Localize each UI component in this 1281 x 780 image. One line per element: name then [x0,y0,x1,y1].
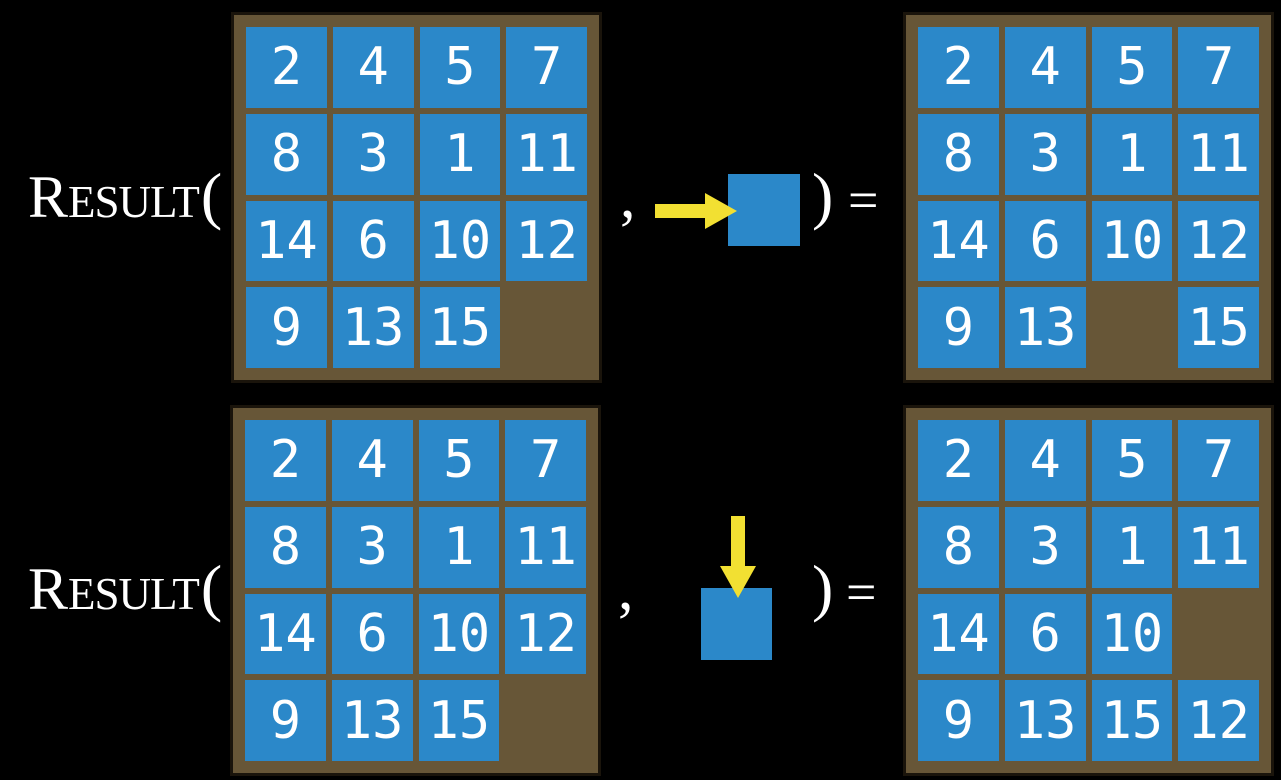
tile-3: 3 [1004,506,1086,588]
blank-cell [505,680,586,761]
tile-15: 15 [419,287,501,368]
tile-13: 13 [332,287,414,368]
close-paren: ) [812,552,834,623]
result-function-label: RESULT( [28,164,222,228]
tile-12: 12 [1178,200,1259,282]
tile-8: 8 [918,506,999,588]
result-label-initial: R [28,556,69,622]
equals-sign: = [848,170,879,230]
tile-15: 15 [1091,680,1173,761]
tile-10: 10 [1091,593,1173,675]
tile-11: 11 [506,113,587,195]
comma-separator: , [620,163,636,231]
tile-5: 5 [1091,420,1173,501]
result-function-label: RESULT( [28,556,222,620]
open-paren: ( [200,160,223,231]
tile-13: 13 [1004,680,1086,761]
tile-4: 4 [1004,27,1086,108]
tile-2: 2 [245,420,326,501]
tile-6: 6 [331,593,413,675]
tile-4: 4 [1004,420,1086,501]
tile-2: 2 [918,420,999,501]
tile-11: 11 [1178,506,1259,588]
tile-12: 12 [1178,680,1259,761]
result-label-smallcaps: ESULT [68,177,200,227]
tile-14: 14 [918,593,999,675]
tile-1: 1 [1091,113,1173,195]
tile-7: 7 [506,27,587,108]
tile-14: 14 [245,593,326,675]
tile-2: 2 [918,27,999,108]
result-label-initial: R [28,164,69,230]
tile-11: 11 [505,506,586,588]
tile-9: 9 [245,680,326,761]
tile-6: 6 [332,200,414,282]
tile-8: 8 [245,506,326,588]
tile-3: 3 [1004,113,1086,195]
moving-tile-square [701,588,772,660]
equals-sign: = [846,562,877,622]
tile-14: 14 [918,200,999,282]
down-arrow-glyph [720,516,756,598]
tile-3: 3 [331,506,413,588]
tile-10: 10 [1091,200,1173,282]
blank-cell [1092,287,1173,368]
tile-1: 1 [419,113,501,195]
comma-separator: , [618,555,634,623]
tile-9: 9 [918,680,999,761]
result-label-smallcaps: ESULT [68,569,200,619]
tile-11: 11 [1178,113,1259,195]
right-arrow-icon [655,192,737,230]
tile-9: 9 [918,287,999,368]
right-arrow-glyph [655,193,737,229]
tile-9: 9 [246,287,327,368]
tile-5: 5 [418,420,500,501]
blank-cell [506,287,587,368]
tile-4: 4 [332,27,414,108]
moving-tile-square [728,174,800,246]
tile-7: 7 [505,420,586,501]
down-arrow-icon [719,516,757,598]
tile-15: 15 [1178,287,1259,368]
tile-10: 10 [418,593,500,675]
tile-7: 7 [1178,27,1259,108]
tile-12: 12 [506,200,587,282]
tile-14: 14 [246,200,327,282]
tile-2: 2 [246,27,327,108]
tile-13: 13 [331,680,413,761]
tile-15: 15 [418,680,500,761]
blank-cell [1178,594,1259,675]
close-paren: ) [812,160,834,231]
tile-3: 3 [332,113,414,195]
tile-4: 4 [331,420,413,501]
tile-5: 5 [1091,27,1173,108]
tile-6: 6 [1004,200,1086,282]
tile-6: 6 [1004,593,1086,675]
tile-5: 5 [419,27,501,108]
tile-13: 13 [1004,287,1086,368]
tile-12: 12 [505,593,586,675]
tile-1: 1 [1091,506,1173,588]
tile-8: 8 [918,113,999,195]
tile-1: 1 [418,506,500,588]
open-paren: ( [200,552,223,623]
tile-8: 8 [246,113,327,195]
tile-10: 10 [419,200,501,282]
tile-7: 7 [1178,420,1259,501]
